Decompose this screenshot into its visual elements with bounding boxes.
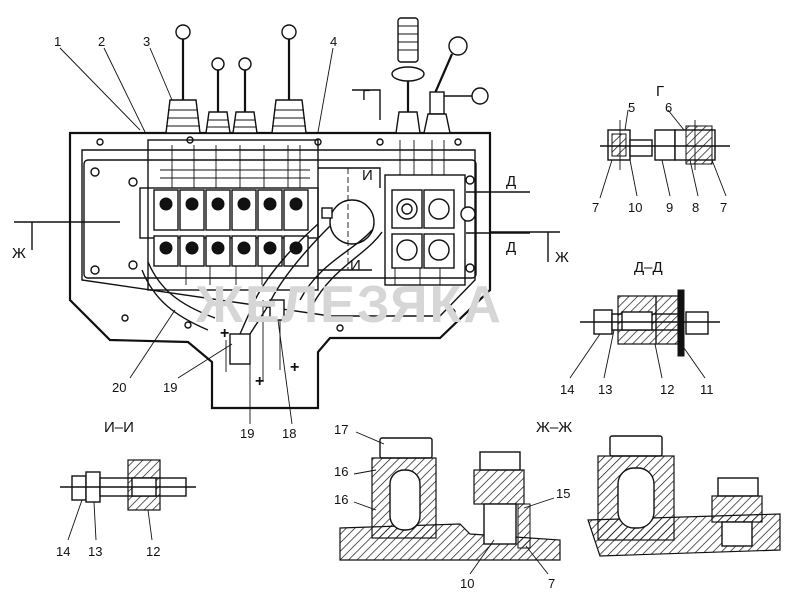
right-levers [391,17,489,134]
callout-g-5: 5 [628,100,635,115]
watermark-text: ЖЕЛЕЗЯКА [195,276,503,334]
view-ii [60,459,196,541]
section-cut-i [318,167,381,271]
callout-ii-14: 14 [56,544,70,559]
callout-18: 18 [282,426,296,441]
callout-g-9: 9 [666,200,673,215]
callout-zh-10: 10 [460,576,474,591]
callout-zh-15: 15 [556,486,570,501]
section-cut-zh [14,221,560,262]
callout-dd-11: 11 [700,382,714,397]
callout-zh-16a: 16 [334,464,348,479]
section-cut-g [352,89,381,120]
valve-block-left [139,139,319,291]
valve-block-right [384,140,476,286]
label-dd: Д–Д [634,259,663,276]
view-g [599,109,730,199]
label-zhzh: Ж–Ж [536,419,572,436]
label-d-bottom: Д [506,239,516,256]
callout-2: 2 [98,34,105,49]
label-g-main: Г [362,87,370,104]
callout-19a: 19 [163,380,177,395]
callout-g-10: 10 [628,200,642,215]
callout-dd-14: 14 [560,382,574,397]
label-d-top: Д [506,173,516,190]
callout-ii-13: 13 [88,544,102,559]
callout-g-7b: 7 [720,200,727,215]
view-zhzh [339,431,781,575]
label-ii: И–И [104,419,134,436]
callout-dd-13: 13 [598,382,612,397]
mounting-plate [68,131,492,410]
control-levers [165,24,307,134]
callout-g-8: 8 [692,200,699,215]
callout-g-6: 6 [665,100,672,115]
callout-g-7a: 7 [592,200,599,215]
callout-zh-16b: 16 [334,492,348,507]
view-dd [569,289,720,379]
callout-1: 1 [54,34,61,49]
section-cut-d [466,191,530,234]
callout-3: 3 [143,34,150,49]
label-i-bottom: И [350,257,361,274]
valve-row-top [153,189,309,231]
callout-20: 20 [112,380,126,395]
callout-4: 4 [330,34,337,49]
callout-zh-17: 17 [334,422,348,437]
plus-sign-1: + [220,325,229,342]
plus-sign-3: + [290,359,299,376]
label-g-view: Г [656,83,664,100]
label-zh-right: Ж [555,249,569,266]
callout-zh-7: 7 [548,576,555,591]
callout-ii-12: 12 [146,544,160,559]
leaders-main [59,47,334,425]
label-zh-left: Ж [12,245,26,262]
label-i-top: И [362,167,373,184]
plus-sign-2: + [255,373,264,390]
center-manifold [254,199,383,307]
callout-19b: 19 [240,426,254,441]
valve-row-bottom [153,235,309,267]
callout-dd-12: 12 [660,382,674,397]
